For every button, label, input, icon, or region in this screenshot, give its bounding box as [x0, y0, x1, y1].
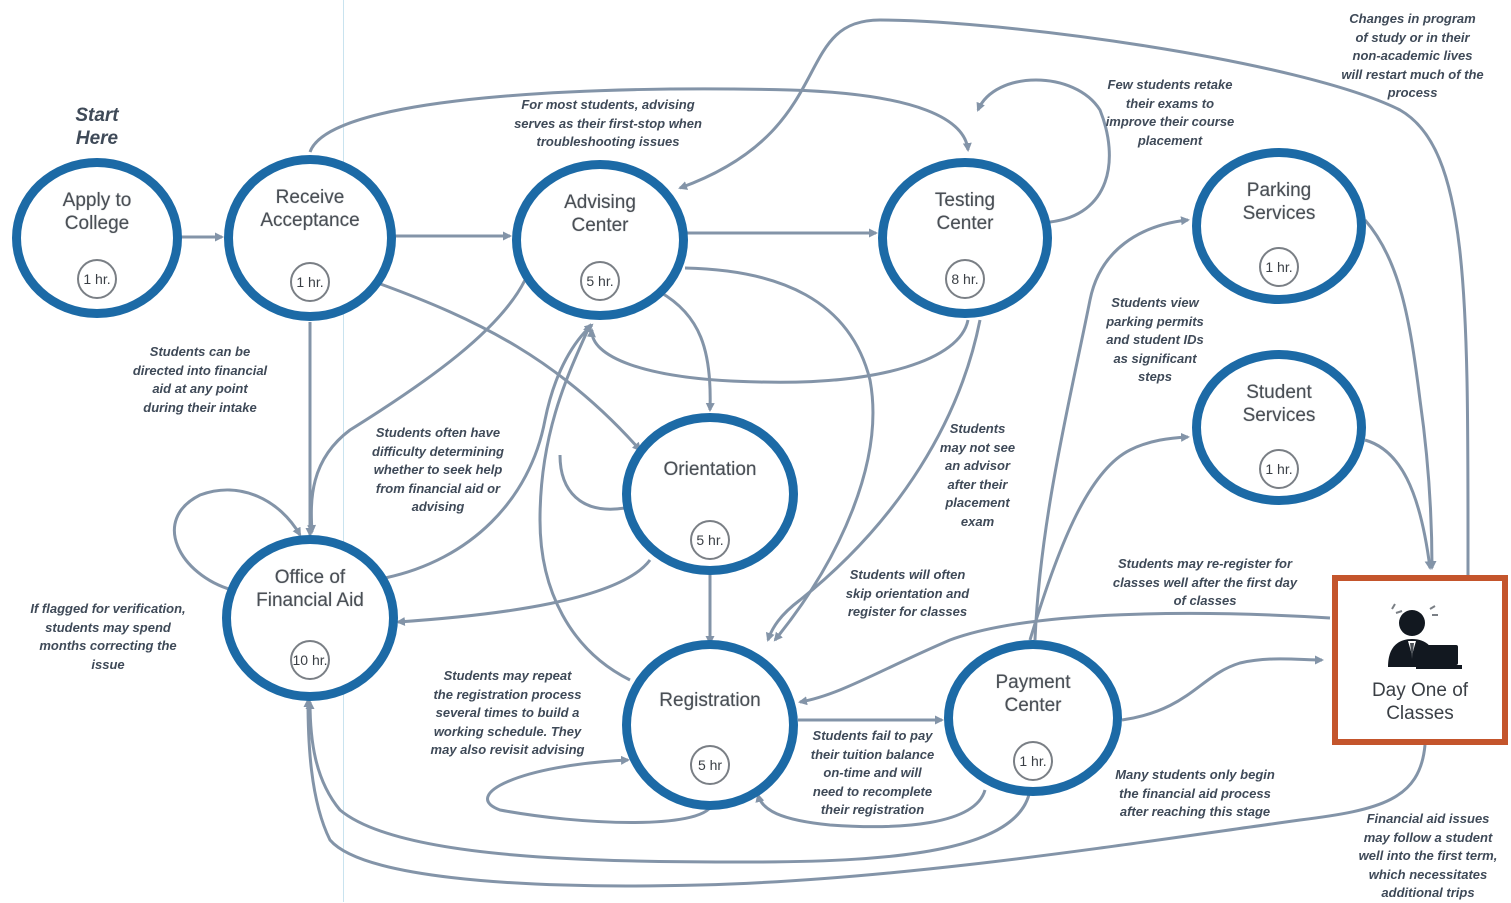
arrow-advising-to-finaid — [307, 279, 527, 534]
arrow-orientation-to-finaid — [396, 559, 652, 627]
arrow-testing-to-advising — [586, 319, 970, 384]
node-label: Orientation — [663, 459, 757, 480]
time-badge: 10 hr. — [290, 640, 330, 680]
node-label: Payment Center — [995, 672, 1071, 716]
time-badge: 1 hr. — [77, 259, 117, 299]
arrow-testing-to-registration — [765, 319, 982, 642]
note-parking-ids: Students view parking permits and studen… — [1106, 295, 1204, 384]
time-badge: 8 hr. — [945, 259, 985, 299]
arrow-payment-to-dayone — [1121, 655, 1324, 722]
arrow-testing-retake — [976, 78, 1111, 224]
day-one-label: Day One of Classes — [1371, 680, 1469, 724]
node-label: Apply to College — [62, 190, 132, 234]
start-here-label: Start Here — [75, 105, 119, 149]
node-label: Advising Center — [564, 192, 636, 236]
note-only-begin: Many students only begin the financial a… — [1115, 767, 1275, 819]
node-label: Registration — [659, 690, 761, 711]
time-badge: 5 hr — [690, 745, 730, 785]
node-label: Parking Services — [1242, 180, 1316, 224]
time-badge: 1 hr. — [1013, 741, 1053, 781]
arrow-dayone-to-registration — [798, 611, 1331, 706]
node-office-of-financial-aid[interactable]: Office of Financial Aid 10 hr. — [222, 535, 398, 701]
node-parking-services[interactable]: Parking Services 1 hr. — [1192, 148, 1366, 304]
note-finaid-follow: Financial aid issues may follow a studen… — [1358, 811, 1498, 900]
node-label: Office of Financial Aid — [256, 567, 364, 611]
note-retake-exams: Few students retake their exams to impro… — [1105, 77, 1235, 148]
note-changes-restart: Changes in program of study or in their … — [1341, 11, 1484, 100]
guide-line — [343, 0, 344, 902]
arrow-parking-to-dayone — [1363, 219, 1437, 570]
arrow-restart-loop — [678, 18, 1470, 576]
arrow-registration-to-advising — [538, 323, 631, 682]
note-finaid-any-point: Students can be directed into financial … — [132, 344, 268, 415]
arrow-student-to-dayone — [1364, 438, 1434, 570]
day-one-of-classes-box[interactable]: Day One of Classes — [1332, 575, 1508, 745]
node-label: Student Services — [1242, 382, 1316, 426]
node-apply-to-college[interactable]: Apply to College 1 hr. — [12, 158, 182, 318]
time-badge: 1 hr. — [1259, 247, 1299, 287]
note-skip-orientation: Students will often skip orientation and… — [845, 567, 970, 619]
node-testing-center[interactable]: Testing Center 8 hr. — [878, 158, 1052, 318]
node-label: Testing Center — [934, 190, 996, 234]
time-badge: 5 hr. — [580, 261, 620, 301]
note-advising-first-stop: For most students, advising serves as th… — [514, 97, 702, 149]
arrow-accept-to-orientation — [374, 280, 642, 452]
arrow-orientation-side — [558, 454, 626, 511]
note-reregister: Students may re-register for classes wel… — [1112, 556, 1298, 608]
arrow-finaid-to-advising — [384, 323, 594, 580]
note-difficulty-help: Students often have difficulty determini… — [372, 425, 504, 514]
node-orientation[interactable]: Orientation 5 hr. — [622, 413, 798, 575]
time-badge: 1 hr. — [1259, 449, 1299, 489]
arrow-payment-to-finaid — [305, 700, 1032, 864]
arrow-registration-loop — [486, 755, 714, 824]
time-badge: 5 hr. — [690, 520, 730, 560]
note-no-advisor: Students may not see an advisor after th… — [939, 421, 1016, 529]
arrow-payment-to-parking — [1033, 216, 1190, 641]
node-registration[interactable]: Registration 5 hr — [622, 640, 798, 810]
node-label: Receive Acceptance — [260, 187, 360, 231]
arrow-advising-to-registration — [684, 266, 875, 642]
node-receive-acceptance[interactable]: Receive Acceptance 1 hr. — [224, 155, 396, 321]
time-badge: 1 hr. — [290, 262, 330, 302]
arrow-payment-to-registration — [755, 789, 987, 829]
note-repeat-registration: Students may repeat the registration pro… — [430, 668, 585, 757]
person-at-laptop-icon — [1388, 603, 1462, 669]
arrow-dayone-to-finaid — [303, 698, 1427, 888]
node-payment-center[interactable]: Payment Center 1 hr. — [944, 640, 1122, 796]
node-advising-center[interactable]: Advising Center 5 hr. — [512, 160, 688, 320]
arrow-payment-to-student — [1028, 432, 1190, 641]
arrow-accept-to-testing — [308, 87, 972, 153]
node-student-services[interactable]: Student Services 1 hr. — [1192, 350, 1366, 505]
note-flagged-verification: If flagged for verification, students ma… — [30, 601, 186, 672]
arrow-finaid-loop — [172, 488, 302, 592]
arrow-advising-to-orientation — [659, 290, 715, 412]
note-fail-to-pay: Students fail to pay their tuition balan… — [810, 728, 935, 817]
